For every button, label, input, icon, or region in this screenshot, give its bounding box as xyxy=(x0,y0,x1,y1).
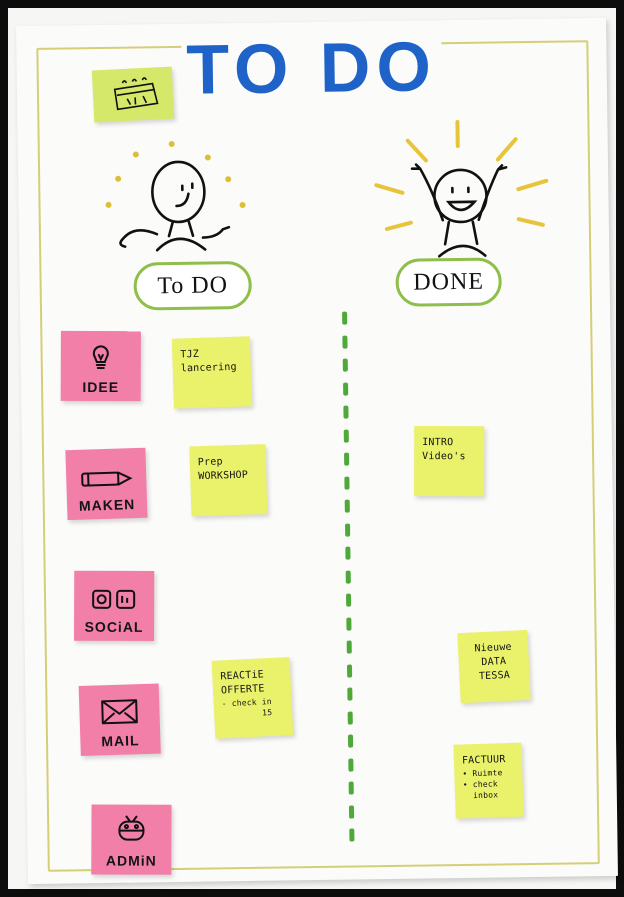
category-idee: IDEE xyxy=(60,330,141,402)
category-mail: MAIL xyxy=(78,683,161,757)
robot-icon xyxy=(118,815,145,841)
category-label-admin: ADMiN xyxy=(105,852,157,869)
social-icon xyxy=(92,589,136,609)
note-line: WORKSHOP xyxy=(198,469,249,483)
todo-stick-figure xyxy=(105,140,246,252)
done-stick-figure xyxy=(374,120,549,258)
category-label-social: SOCiAL xyxy=(84,618,144,635)
note-line: TESSA xyxy=(478,669,511,683)
note-line: INTRO xyxy=(422,437,454,449)
done-note-factuur: FACTUUR • Ruimte • check inbox xyxy=(453,742,524,819)
todo-note-tjz-lancering: TJZ lancering xyxy=(171,336,252,409)
category-maken: MAKEN xyxy=(65,447,148,521)
done-note-intro-videos: INTRO Video's xyxy=(414,426,485,497)
calendar-note xyxy=(91,66,175,123)
board-title: TO DO xyxy=(181,26,443,110)
note-line: lancering xyxy=(180,361,237,375)
category-label-maken: MAKEN xyxy=(78,496,136,514)
done-column-header: DONE xyxy=(395,257,502,307)
done-column-label: DONE xyxy=(413,268,485,296)
category-label-idee: IDEE xyxy=(82,378,120,396)
todo-note-reactie-offerte: REACTiE OFFERTE - check in 15 xyxy=(211,657,294,739)
envelope-icon xyxy=(101,699,138,725)
note-subline: inbox xyxy=(472,790,499,801)
done-note-nieuwe-data-tessa: Nieuwe DATA TESSA xyxy=(457,629,531,704)
category-label-mail: MAIL xyxy=(101,732,140,750)
lightbulb-icon xyxy=(92,345,109,370)
category-social: SOCiAL xyxy=(74,570,155,641)
todo-column-label: To DO xyxy=(157,271,229,299)
todo-note-prep-workshop: Prep WORKSHOP xyxy=(189,444,268,517)
todo-column-header: To DO xyxy=(133,260,253,311)
flipchart-sheet: TO DO xyxy=(16,17,618,885)
pencil-icon xyxy=(81,471,133,487)
category-admin: ADMiN xyxy=(91,804,172,875)
note-line: Video's xyxy=(422,451,466,463)
calendar-icon xyxy=(113,77,159,111)
